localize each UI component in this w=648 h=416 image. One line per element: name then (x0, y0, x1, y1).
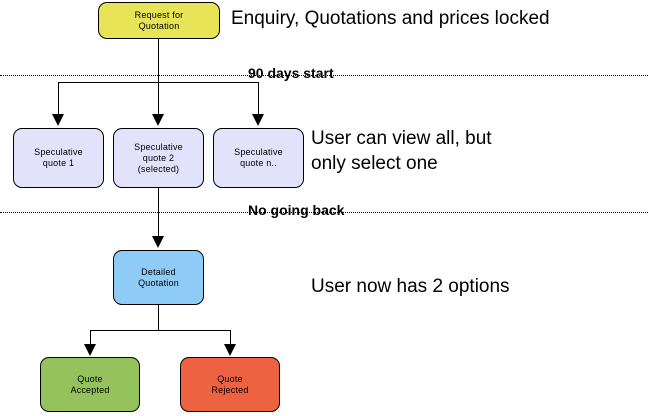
node-request-for-quotation[interactable]: Request for Quotation (98, 2, 220, 39)
node-quote-accepted[interactable]: Quote Accepted (40, 357, 140, 412)
arrowhead-icon-detailed-quotation (152, 236, 164, 248)
connector-drop-quote-accepted (90, 330, 91, 350)
connector-drop-quote-rejected (230, 330, 231, 350)
node-speculative-quote-1[interactable]: Speculative quote 1 (13, 128, 104, 188)
node-quote-rejected[interactable]: Quote Rejected (180, 357, 280, 412)
node-speculative-quote-n[interactable]: Speculative quote n.. (213, 128, 304, 188)
connector-outcome-split-bar (90, 330, 230, 331)
node-speculative-quote-2-selected[interactable]: Speculative quote 2 (selected) (113, 128, 204, 188)
annotation-user-can-view-all: User can view all, but only select one (311, 128, 492, 174)
connector-drop-speculative-2 (158, 82, 159, 121)
connector-drop-speculative-1 (58, 82, 59, 121)
phase-separator-label-no-going-back: No going back (248, 202, 345, 218)
arrowhead-icon-speculative-n (252, 114, 264, 126)
connector-speculative-2-to-detailed (158, 188, 159, 243)
annotation-user-now-has-2-options: User now has 2 options (311, 276, 510, 297)
connector-drop-speculative-n (258, 82, 259, 121)
arrowhead-icon-quote-rejected (224, 344, 236, 356)
node-detailed-quotation[interactable]: Detailed Quotation (113, 250, 204, 305)
arrowhead-icon-quote-accepted (84, 344, 96, 356)
phase-separator-line-2 (0, 212, 648, 213)
phase-separator-label-90-days-start: 90 days start (248, 65, 334, 81)
arrowhead-icon-speculative-1 (52, 114, 64, 126)
arrowhead-icon-speculative-2 (152, 114, 164, 126)
annotation-enquiry-prices-locked: Enquiry, Quotations and prices locked (231, 8, 550, 29)
connector-detailed-stem (158, 305, 159, 331)
phase-separator-line-1 (0, 75, 648, 76)
connector-rfq-stem (158, 39, 159, 82)
